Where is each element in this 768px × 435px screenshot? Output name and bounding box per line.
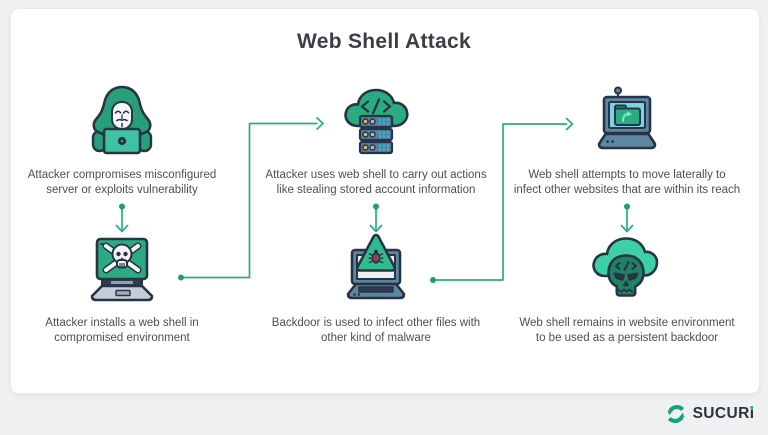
skull-cloud-icon	[505, 228, 749, 316]
step-compromise: Attacker compromises misconfigured serve…	[12, 80, 232, 198]
step-caption: Web shell attempts to move laterally to …	[513, 169, 741, 196]
laptop-bug-icon	[258, 228, 494, 316]
sucuri-logo-text: SUCUR	[692, 405, 750, 422]
step-caption: Backdoor is used to infect other files w…	[271, 317, 481, 344]
step-persistent-backdoor: Web shell remains in website environment…	[505, 228, 749, 346]
step-install-web-shell: Attacker installs a web shell in comprom…	[12, 228, 232, 346]
step-caption: Attacker installs a web shell in comprom…	[45, 317, 199, 344]
step-backdoor-infects: Backdoor is used to infect other files w…	[258, 228, 494, 346]
cloud-server-icon	[258, 80, 494, 168]
step-lateral-movement: Web shell attempts to move laterally to …	[505, 80, 749, 198]
laptop-skull-icon	[12, 228, 232, 316]
infographic-card	[10, 8, 760, 394]
hacker-icon	[12, 80, 232, 168]
step-caption: Web shell remains in website environment…	[519, 317, 735, 344]
step-caption: Attacker compromises misconfigured serve…	[27, 169, 217, 196]
page-title: Web Shell Attack	[296, 30, 471, 53]
step-web-shell-actions: Attacker uses web shell to carry out act…	[258, 80, 494, 198]
sucuri-logo-icon	[665, 403, 687, 425]
step-caption: Attacker uses web shell to carry out act…	[265, 169, 487, 196]
sucuri-logo-text-i: i	[749, 405, 754, 422]
laptop-folder-icon	[505, 80, 749, 168]
